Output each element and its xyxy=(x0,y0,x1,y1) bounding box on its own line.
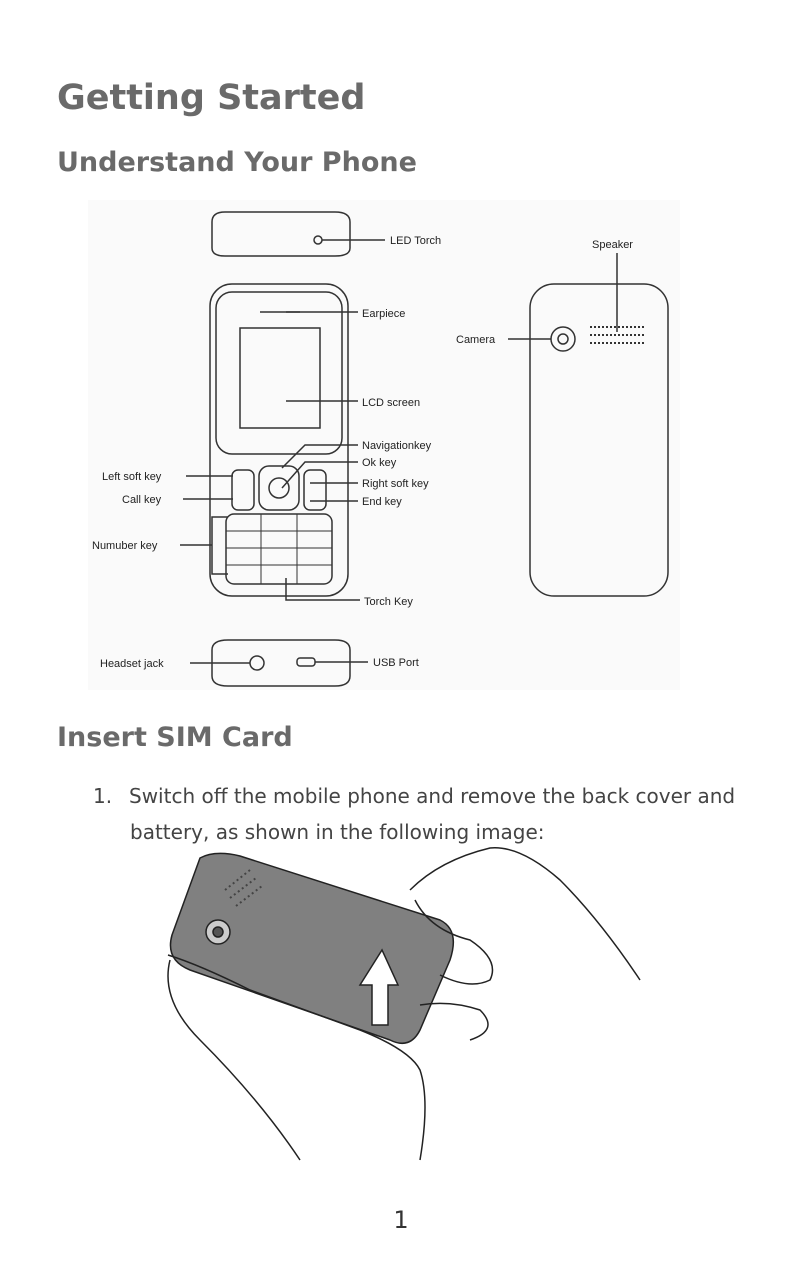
label-number-key: Numuber key xyxy=(92,540,158,552)
label-camera: Camera xyxy=(456,334,496,346)
remove-back-cover-illustration xyxy=(167,847,641,1161)
phone-bottom-view xyxy=(190,639,368,687)
label-earpiece: Earpiece xyxy=(362,308,405,320)
section-heading-insert-sim: Insert SIM Card xyxy=(57,722,293,753)
label-navigation-key: Navigationkey xyxy=(362,440,432,452)
label-headset-jack: Headset jack xyxy=(100,658,164,670)
page-number: 1 xyxy=(393,1206,409,1234)
phone-back-view xyxy=(508,253,669,597)
label-right-soft-key: Right soft key xyxy=(362,478,429,490)
list-item: 1. Switch off the mobile phone and remove… xyxy=(93,778,773,814)
page-title: Getting Started xyxy=(57,78,366,118)
label-speaker: Speaker xyxy=(592,239,633,251)
label-ok-key: Ok key xyxy=(362,457,397,469)
label-left-soft-key: Left soft key xyxy=(102,471,162,483)
steps-list: 1. Switch off the mobile phone and remove… xyxy=(93,778,773,850)
phone-diagram: LED Torch Earpiece LCD screen Navigation… xyxy=(92,211,669,687)
phone-front-view xyxy=(180,283,360,601)
section-heading-understand-phone: Understand Your Phone xyxy=(57,147,417,178)
label-end-key: End key xyxy=(362,496,402,508)
label-led-torch: LED Torch xyxy=(390,235,441,247)
step-text: Switch off the mobile phone and remove t… xyxy=(129,784,736,808)
label-torch-key: Torch Key xyxy=(364,596,413,608)
label-lcd-screen: LCD screen xyxy=(362,397,420,409)
label-call-key: Call key xyxy=(122,494,162,506)
label-usb-port: USB Port xyxy=(373,657,419,669)
step-number: 1. xyxy=(93,784,113,808)
step-text-continued: battery, as shown in the following image… xyxy=(130,820,545,844)
phone-top-view xyxy=(211,211,385,257)
